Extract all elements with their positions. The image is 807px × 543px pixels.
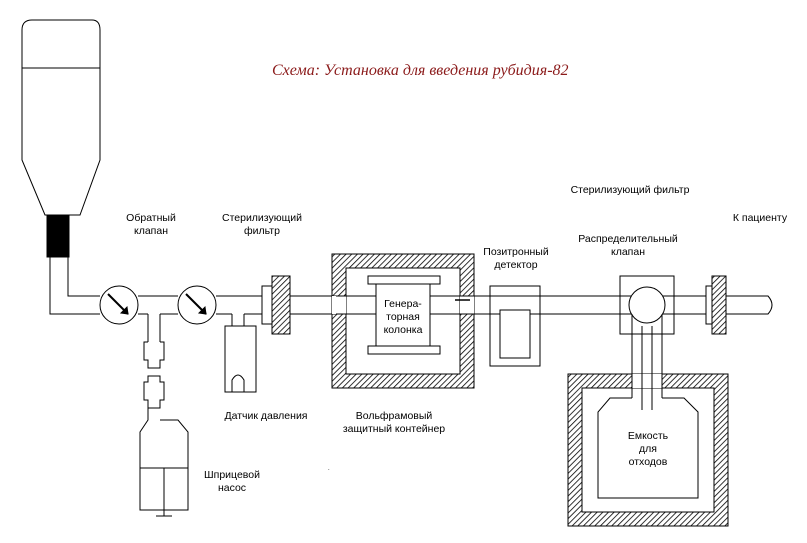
- sterile-filter-2: [705, 275, 727, 335]
- waste-container-label: Емкость для отходов: [627, 430, 669, 468]
- sterile-filter-1: [261, 275, 291, 335]
- waste-shielding: [567, 326, 729, 527]
- saline-bottle: [21, 19, 101, 258]
- syringe-branch: [139, 314, 189, 517]
- positron-detector-label: Позитронный детектор: [483, 246, 549, 271]
- pressure-sensor-label: Датчик давления: [224, 410, 308, 422]
- check-valve-label: Обратный клапан: [126, 212, 176, 237]
- tungsten-container: [331, 253, 475, 389]
- generator-column-label: Генера- торная колонка: [383, 298, 423, 336]
- syringe-pump-label: Шприцевой насос: [204, 469, 260, 494]
- sterile-filter-1-label: Стерилизующий фильтр: [221, 212, 302, 237]
- tungsten-container-label: Вольфрамовый защитный контейнер: [342, 410, 446, 435]
- pressure-sensor: [224, 314, 257, 393]
- svg-text:.: .: [328, 466, 330, 472]
- positron-detector: [466, 285, 541, 367]
- sterile-filter-2-label: Стерилизующий фильтр: [570, 184, 690, 196]
- to-patient-label: К пациенту: [732, 212, 788, 224]
- distribution-valve-label: Распределительный клапан: [578, 233, 678, 258]
- diagram-title: Схема: Установка для введения рубидия-82: [272, 62, 569, 79]
- check-valve-1: [99, 285, 139, 325]
- distribution-valve: [619, 275, 675, 398]
- check-valve-2: [177, 285, 217, 325]
